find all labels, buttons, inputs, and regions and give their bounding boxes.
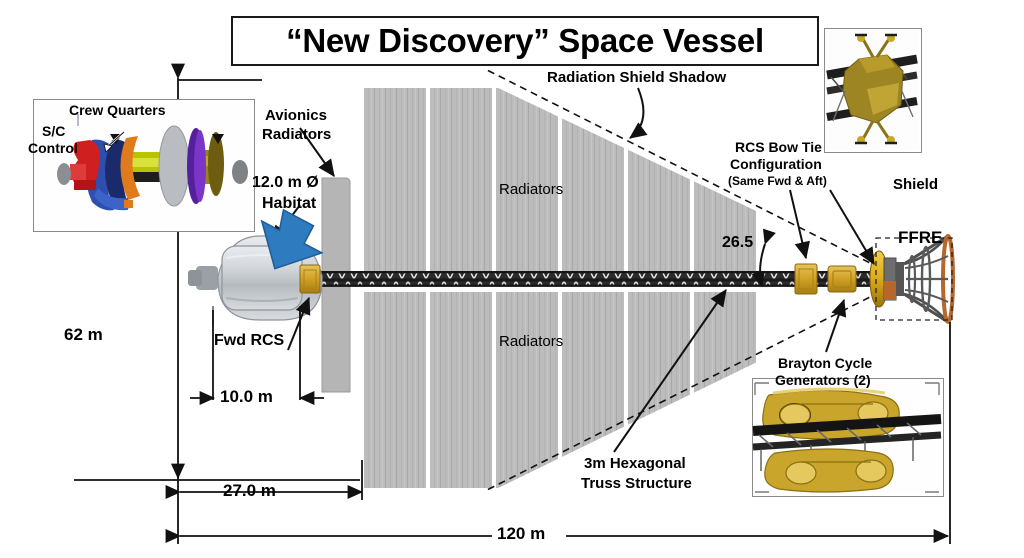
dimension-label-half-angle: 26.5	[722, 234, 754, 251]
page-title-text: “New Discovery” Space Vessel	[286, 22, 764, 59]
label-avionics-line2: Radiators	[262, 126, 332, 143]
aft-rcs-module	[794, 263, 818, 295]
label-ffre: FFRE	[898, 228, 943, 247]
half-angle-indicator	[751, 228, 776, 287]
dimension-label-62m: 62 m	[64, 325, 103, 344]
hexagonal-truss-boom	[238, 272, 886, 286]
inset-habitat-cutaway	[33, 99, 255, 232]
inset-brayton-generators	[752, 378, 944, 497]
label-sc-control-line2: Control	[28, 140, 78, 156]
dimension-label-10m: 10.0 m	[220, 387, 273, 406]
label-truss-line1: 3m Hexagonal	[584, 455, 686, 472]
label-rcs-bowtie-line1: RCS Bow Tie	[735, 139, 822, 155]
inset-callout-arrow	[260, 208, 324, 270]
page-title: “New Discovery” Space Vessel	[231, 16, 819, 66]
dimension-10m	[190, 310, 324, 406]
fwd-rcs-module	[299, 264, 321, 294]
label-brayton-line1: Brayton Cycle	[778, 355, 873, 371]
radiation-shadow-cone	[486, 69, 881, 491]
dimension-label-120m: 120 m	[497, 524, 546, 543]
label-radiators-lower: Radiators	[499, 333, 564, 350]
ffre-bounding-box	[875, 237, 953, 321]
label-shield: Shield	[893, 176, 939, 193]
label-truss-line2: Truss Structure	[581, 475, 692, 492]
dimension-label-27m: 27.0 m	[223, 481, 276, 500]
radiator-bank-lower	[364, 292, 756, 488]
ffre-engine	[875, 234, 955, 324]
label-avionics-line1: Avionics	[265, 107, 327, 124]
label-rcs-bowtie-line2: Configuration	[730, 156, 822, 172]
label-radiation-shield-shadow: Radiation Shield Shadow	[547, 69, 727, 86]
label-habitat: Habitat	[262, 195, 317, 212]
label-crew-quarters: Crew Quarters	[69, 102, 166, 118]
inset-rcs-bowtie	[824, 28, 922, 153]
label-brayton-line2: Generators (2)	[775, 372, 871, 388]
label-fwd-rcs: Fwd RCS	[214, 332, 285, 349]
label-sc-control-line1: S/C	[42, 123, 66, 139]
label-habitat-diameter: 12.0 m Ø	[252, 174, 319, 191]
dimension-27m	[165, 460, 364, 500]
brayton-generator-module	[827, 265, 857, 293]
dimension-120m	[165, 322, 951, 544]
label-rcs-bowtie-line3: (Same Fwd & Aft)	[728, 174, 827, 188]
label-radiators-upper: Radiators	[499, 181, 564, 198]
